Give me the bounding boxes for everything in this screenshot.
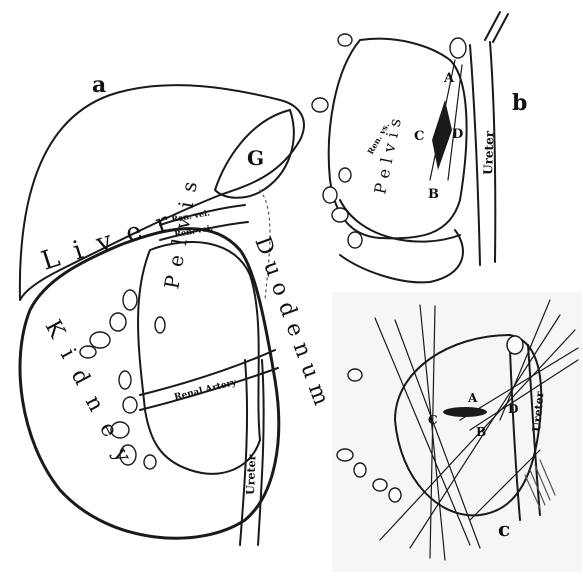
ureter-b-top2 [493,14,508,42]
label-renal-artery: Renal Artery [173,378,238,403]
figure-c-letter: c [498,517,510,541]
incision-c [443,407,487,417]
kidney-outline [20,229,279,539]
label-b-B: B [428,187,439,202]
label-pelvis-b: Pelvis [370,111,406,196]
label-b-C: C [414,129,424,144]
figure-c-bg [332,292,582,572]
ureter-c-knot [507,336,523,354]
label-c-A: A [467,391,478,405]
figure-c: c A B C D Ureter [332,292,582,572]
incision-b [432,100,452,170]
ureter-b-knot [450,38,466,58]
label-c-C: C [428,413,438,427]
label-b-A: A [443,71,455,86]
figure-a-letter: a [92,72,106,98]
figure-a: a Liver G Kidney Duodenum Pelvis Renal A… [20,72,336,545]
figure-b: b Pelvis Ren. vs. Ureter A B C D [312,12,527,282]
label-gall: G [247,146,264,170]
renal-pelvis [138,242,260,474]
label-c-D: D [508,402,518,416]
lymph-glands-b [312,34,362,248]
label-b-D: D [452,127,463,142]
ureter-b-left [470,45,480,265]
label-ureter-a: Ureter [244,454,258,495]
figure-b-letter: b [512,90,527,116]
label-c-B: B [476,425,486,439]
ureter-b-top [485,12,500,40]
label-ureter-b: Ureter [481,130,497,175]
